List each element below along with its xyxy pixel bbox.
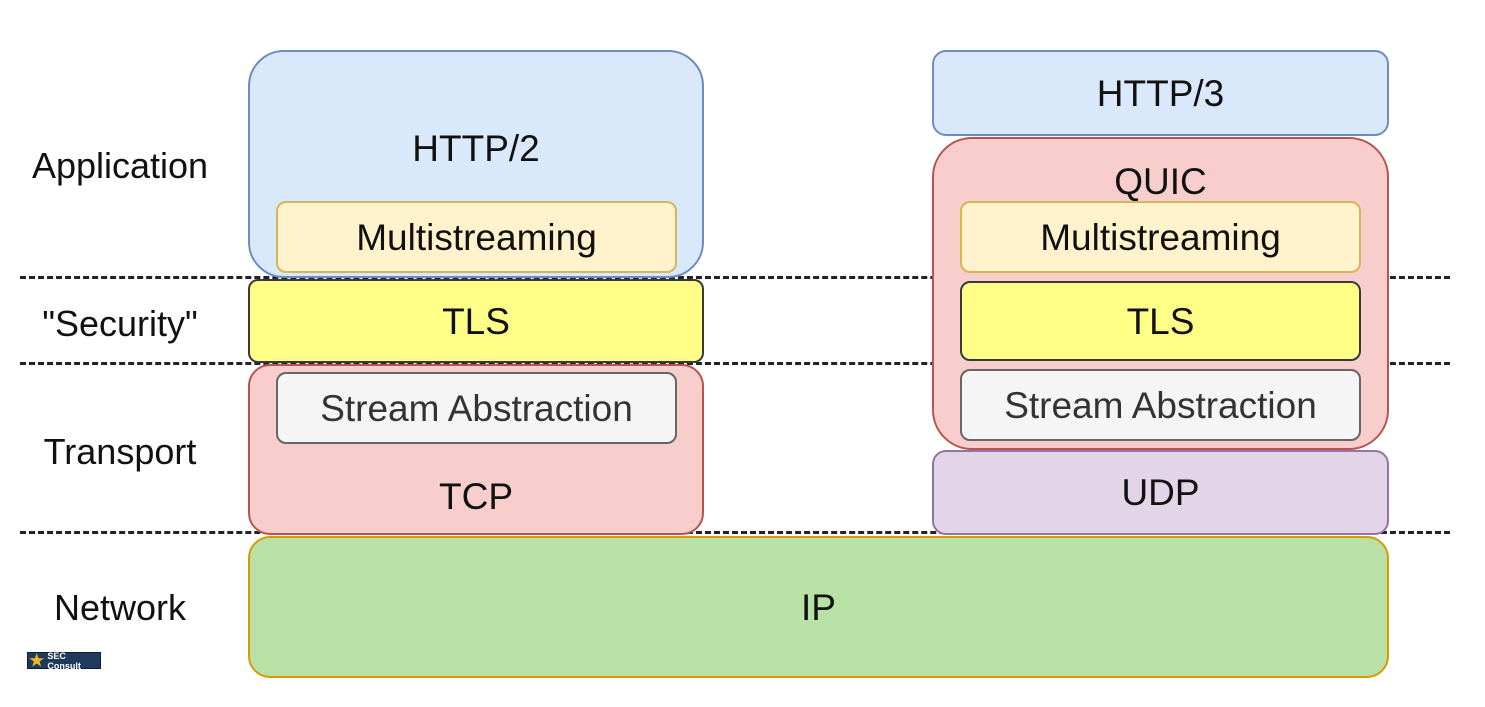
separator-transport-network <box>20 531 1450 534</box>
left-stream-abstraction-box: Stream Abstraction <box>276 372 677 444</box>
layer-label-transport: Transport <box>43 431 197 472</box>
quic-label: QUIC <box>1114 161 1207 202</box>
logo-text: SEC Consult <box>47 650 81 671</box>
udp-box: UDP <box>932 450 1389 535</box>
http2-label: HTTP/2 <box>412 128 540 169</box>
right-stream-abstraction-box: Stream Abstraction <box>960 369 1361 441</box>
separator-application-security <box>20 276 1450 279</box>
layer-label-security: "Security" <box>42 303 198 344</box>
tcp-label: TCP <box>439 476 513 517</box>
right-tls-box: TLS <box>960 281 1361 361</box>
sec-consult-logo: SEC Consult <box>27 650 101 671</box>
layer-label-application: Application <box>31 145 209 186</box>
right-multistreaming-box: Multistreaming <box>960 201 1361 273</box>
left-tls-box: TLS <box>248 279 704 363</box>
ip-box: IP <box>248 536 1389 678</box>
star-icon <box>29 653 45 667</box>
layer-label-network: Network <box>53 587 187 628</box>
separator-security-transport <box>20 362 1450 365</box>
left-multistreaming-box: Multistreaming <box>276 201 677 273</box>
http3-box: HTTP/3 <box>932 50 1389 136</box>
